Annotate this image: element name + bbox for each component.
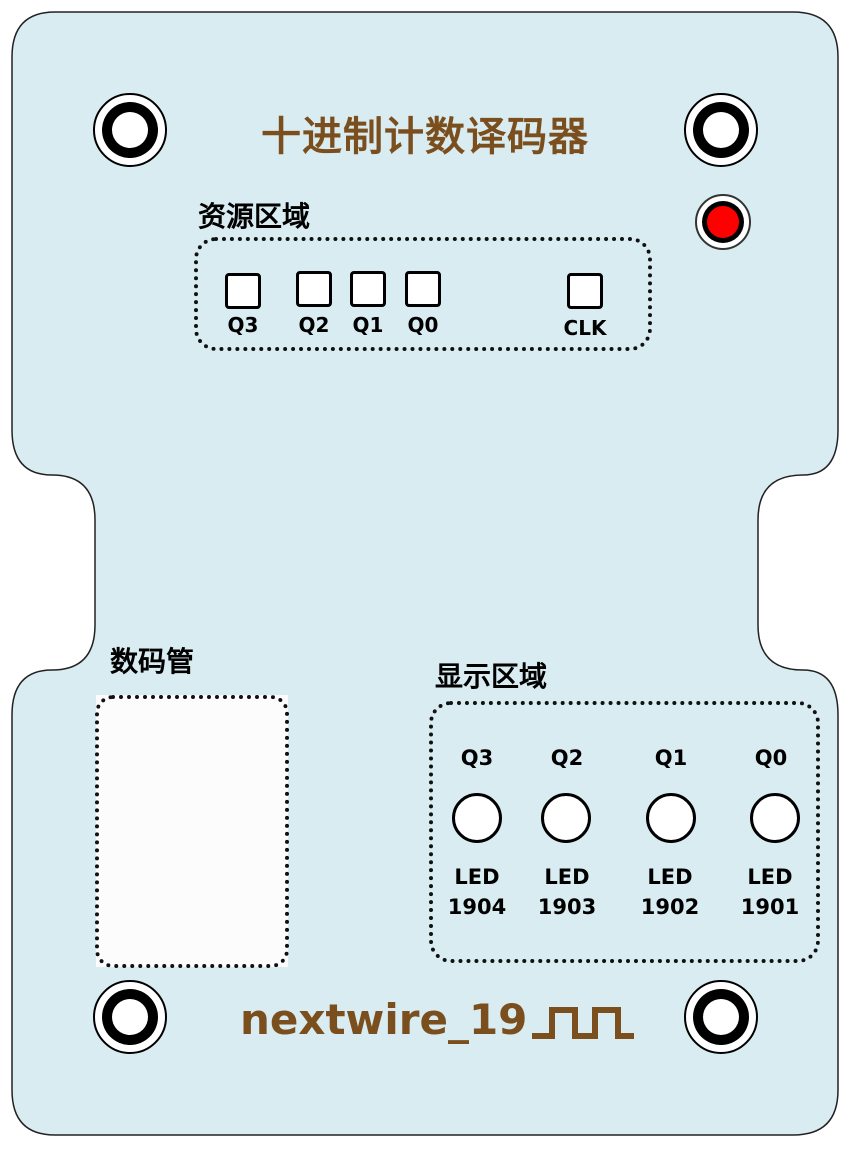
led-signal-q0: Q0 (754, 746, 788, 770)
pad-q1[interactable] (350, 271, 386, 307)
resource-area-box (194, 237, 652, 351)
led-type-1901: LED (747, 865, 793, 889)
led-signal-q3: Q3 (460, 746, 494, 770)
led-type-1903: LED (544, 865, 590, 889)
seven-segment-heading: 数码管 (110, 645, 195, 678)
pad-label-clk: CLK (563, 316, 607, 340)
led-signal-q1: Q1 (654, 746, 688, 770)
seven-segment-display (96, 695, 288, 967)
led-signal-q2: Q2 (550, 746, 584, 770)
display-area-heading: 显示区域 (435, 660, 548, 693)
resource-area-heading: 资源区域 (198, 200, 311, 233)
led-type-1904: LED (454, 865, 500, 889)
led-id-1903: 1903 (537, 895, 597, 919)
mounting-hole-bottom-right (684, 980, 758, 1054)
led-1901 (750, 793, 800, 843)
led-id-1904: 1904 (447, 895, 507, 919)
led-type-1902: LED (647, 865, 693, 889)
mounting-hole-bottom-left (93, 980, 167, 1054)
led-1902 (646, 793, 696, 843)
mounting-hole-top-left (93, 93, 167, 167)
display-area-box (429, 701, 820, 963)
pad-clk[interactable] (567, 273, 603, 309)
board-title: 十进制计数译码器 (261, 114, 589, 160)
pad-q3[interactable] (225, 273, 261, 309)
clock-waveform-icon (532, 1007, 634, 1039)
led-id-1902: 1902 (640, 895, 700, 919)
mounting-hole-top-right (684, 93, 758, 167)
pad-label-q2: Q2 (298, 313, 330, 337)
pad-q0[interactable] (405, 271, 441, 307)
led-id-1901: 1901 (740, 895, 800, 919)
led-1903 (541, 793, 591, 843)
pad-label-q3: Q3 (227, 313, 259, 337)
brand-logo-text: nextwire_19 (240, 995, 528, 1044)
led-1904 (452, 793, 502, 843)
pad-label-q1: Q1 (352, 313, 384, 337)
pad-q2[interactable] (296, 271, 332, 307)
pad-label-q0: Q0 (407, 313, 439, 337)
seven-segment-box (95, 695, 289, 968)
power-indicator-led (695, 194, 751, 250)
